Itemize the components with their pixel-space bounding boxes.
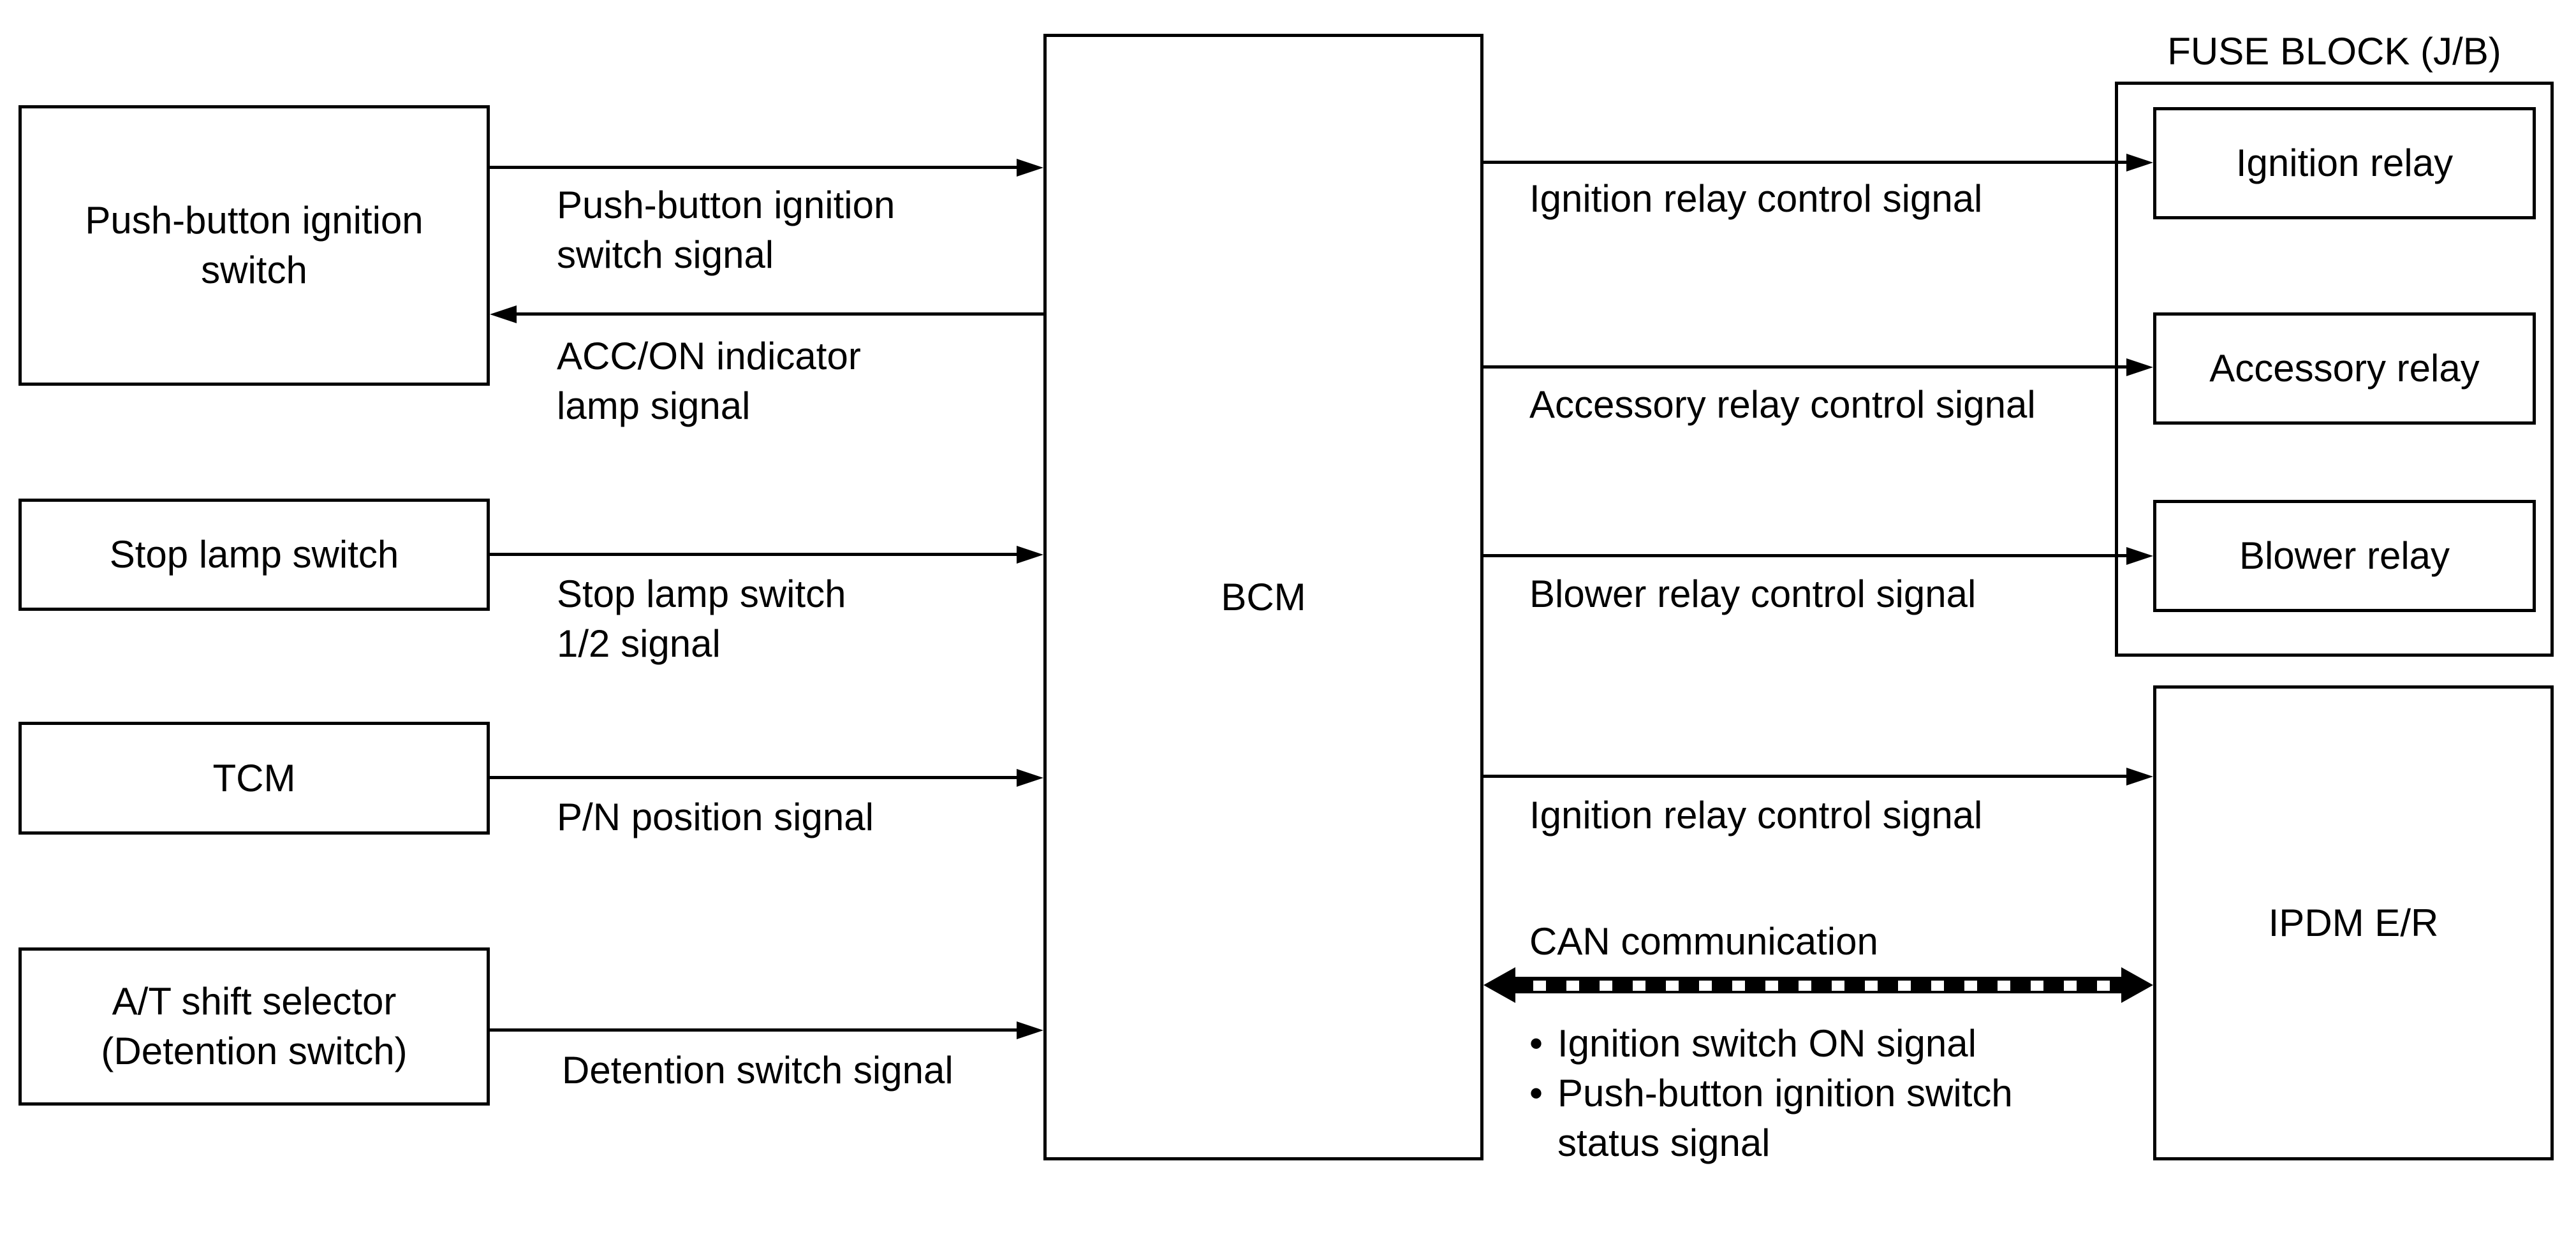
arrow-stop-lamp-head-icon [1017,546,1043,564]
label-push-button-switch-signal: Push-button ignition switch signal [557,184,895,276]
arrow-acc-on-line [513,312,1043,316]
arrow-accessory-relay-line [1483,365,2130,369]
label-detention-switch-signal: Detention switch signal [562,1049,953,1092]
node-ignition-relay: Ignition relay [2153,107,2536,219]
label-acc-on-indicator: ACC/ON indicator lamp signal [557,335,861,427]
arrow-detention-line [490,1028,1020,1032]
arrow-detention-head-icon [1017,1021,1043,1039]
arrow-acc-on-head-icon [490,305,517,323]
can-arrow-left-head-icon [1483,967,1515,1003]
node-bcm: BCM [1043,34,1483,1160]
label-ignition-relay-control: Ignition relay control signal [1529,177,1983,220]
label-pn-position-signal: P/N position signal [557,796,874,838]
arrow-pn-position-line [490,776,1020,779]
can-bullet-text: Ignition switch ON signal [1557,1022,1976,1065]
arrow-push-button-signal-line [490,166,1020,169]
node-at-shift-selector: A/T shift selector (Detention switch) [18,947,490,1106]
bullet-dot-icon: • [1529,1022,1543,1065]
fuse-block-title: FUSE BLOCK (J/B) [2167,30,2501,73]
can-arrow-dashed-bar [1513,977,2126,993]
bullet-dot-icon: • [1529,1072,1543,1114]
can-bullet-item: • Push-button ignition switch status sig… [1529,1069,2013,1168]
arrow-ignition-relay-ipdm-head-icon [2126,768,2153,786]
arrow-pn-position-head-icon [1017,769,1043,787]
node-push-button-ignition-switch: Push-button ignition switch [18,105,490,386]
can-bullet-item: • Ignition switch ON signal [1529,1019,1976,1069]
arrow-push-button-signal-head-icon [1017,159,1043,177]
node-blower-relay: Blower relay [2153,500,2536,612]
node-stop-lamp-switch: Stop lamp switch [18,499,490,611]
label-stop-lamp-signal: Stop lamp switch 1/2 signal [557,573,846,665]
node-accessory-relay: Accessory relay [2153,312,2536,425]
arrow-blower-relay-line [1483,554,2130,557]
node-ipdm-er: IPDM E/R [2153,685,2554,1160]
arrow-ignition-relay-ipdm-line [1483,775,2130,778]
arrow-blower-relay-head-icon [2126,547,2153,565]
arrow-ignition-relay-head-icon [2126,154,2153,172]
arrow-ignition-relay-line [1483,161,2130,164]
can-arrow-right-head-icon [2121,967,2153,1003]
label-blower-relay-control: Blower relay control signal [1529,573,1976,615]
node-tcm: TCM [18,722,490,835]
arrow-stop-lamp-line [490,553,1020,556]
can-bullet-text: Push-button ignition switch status signa… [1557,1072,2013,1164]
arrow-accessory-relay-head-icon [2126,358,2153,376]
label-accessory-relay-control: Accessory relay control signal [1529,383,2036,426]
label-ignition-relay-control-ipdm: Ignition relay control signal [1529,794,1983,837]
label-can-communication: CAN communication [1529,920,1878,963]
